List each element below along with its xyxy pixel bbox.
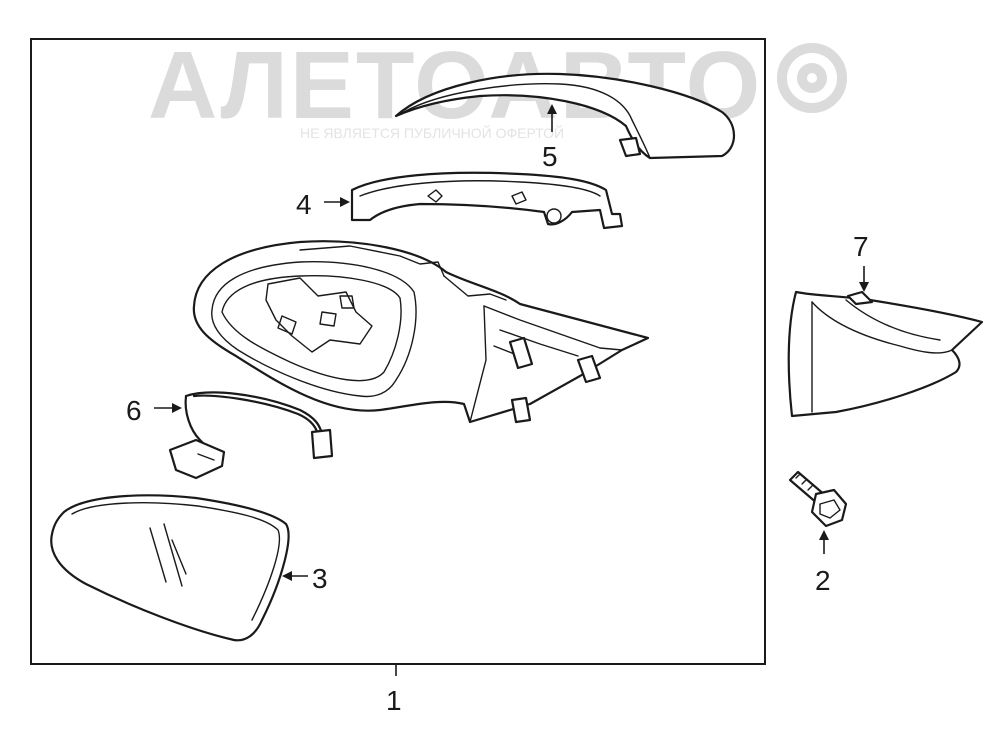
assembly-frame [30,38,766,665]
part-6-wiring-harness [168,391,334,480]
callout-6: 6 [126,395,142,426]
leader-7-arrow-icon [859,282,869,292]
part-5-mirror-cover [394,72,736,160]
callout-7: 7 [853,231,869,262]
callout-labels: 1 2 3 4 5 6 7 [126,141,869,716]
leader-3-arrow-icon [282,571,292,581]
leader-4-arrow-icon [340,197,350,207]
watermark-caption: НЕ ЯВЛЯЕТСЯ ПУБЛИЧНОЙ ОФЕРТОЙ [300,124,564,141]
leader-lines [154,104,869,676]
callout-4: 4 [296,189,312,220]
callout-5: 5 [542,141,558,172]
watermark: АЛЕТОАВТО НЕ ЯВЛЯЕТСЯ ПУБЛИЧНОЙ ОФЕРТОЙ [148,32,847,141]
leader-2-arrow-icon [819,530,829,540]
part-2-screw [788,470,848,528]
callout-2: 2 [815,565,831,596]
watermark-gear-icon [777,43,847,113]
leader-6-arrow-icon [172,403,182,413]
mirror-housing [192,240,650,424]
part-7-turn-signal [787,290,984,418]
leader-5-arrow-icon [547,104,557,114]
callout-1: 1 [386,685,402,716]
part-4-bracket [350,171,624,230]
part-3-mirror-glass [50,494,290,642]
callout-3: 3 [312,563,328,594]
